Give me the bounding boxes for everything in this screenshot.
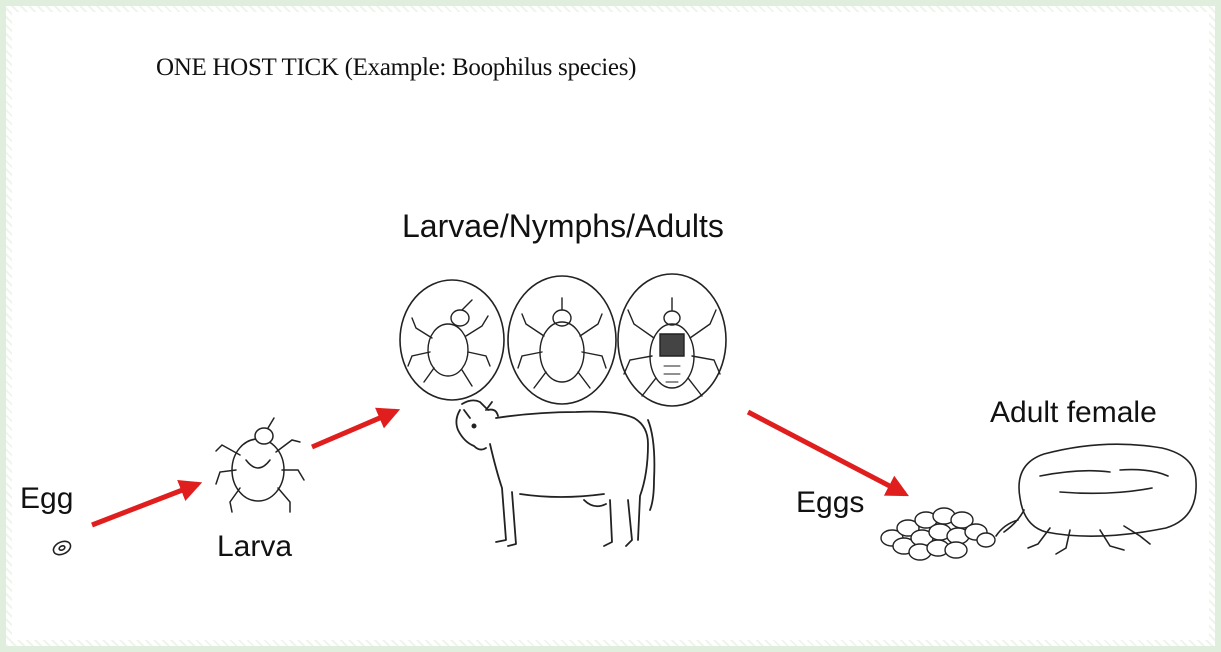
arrow-host-to-eggs	[748, 412, 905, 494]
stage-circle-larva	[400, 280, 504, 400]
arrow-egg-to-larva	[92, 484, 198, 525]
adult-female-tick-icon	[996, 444, 1196, 554]
egg-cluster-icon	[881, 508, 995, 560]
stage-circle-nymph	[508, 276, 616, 404]
egg-icon	[51, 539, 72, 557]
larva-tick-icon	[216, 418, 304, 512]
cow-host-icon	[456, 400, 654, 546]
arrow-larva-to-host	[312, 411, 396, 447]
stage-circle-adult	[618, 274, 726, 406]
